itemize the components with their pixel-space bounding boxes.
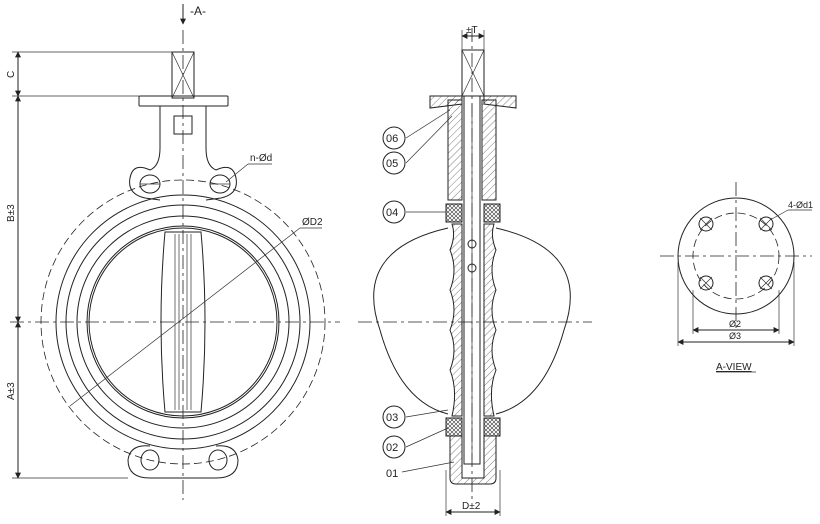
aview-bolt-holes (698, 216, 774, 291)
part-label-05: 05 (386, 158, 398, 170)
pin-hole-2 (467, 263, 477, 273)
part-bubble-03 (382, 405, 406, 429)
part-label-04: 04 (386, 207, 398, 219)
upper-lugs (129, 166, 237, 201)
d2-diam-label: ØD2 (302, 217, 323, 228)
side-body-left (447, 99, 463, 201)
top-flange (138, 95, 229, 107)
lower-lugs (127, 445, 239, 479)
holes-leader (769, 209, 789, 221)
d2-leader (69, 227, 301, 407)
seat-outer (76, 215, 290, 429)
dim-d3-label: Ø3 (729, 331, 741, 341)
part-label-06: 06 (386, 133, 398, 145)
side-body-right (481, 99, 497, 201)
seat-inner (86, 225, 280, 419)
body-ring (65, 204, 301, 440)
dim-t-label: ±T (466, 25, 478, 36)
part-label-03: 03 (386, 412, 398, 424)
disc (88, 227, 278, 417)
lower-seal-right (483, 417, 501, 437)
pin-hole-1 (467, 239, 477, 249)
flange-bolt-circle (40, 179, 326, 465)
part-label-02: 02 (386, 442, 398, 454)
neck-window (173, 115, 193, 135)
holes-label: 4-Ød1 (788, 200, 813, 210)
side-view: ±T D±2 06 05 04 03 02 01 (358, 25, 592, 516)
lower-hole-right (208, 449, 228, 471)
body-outer (55, 194, 311, 450)
upper-seal-left (445, 203, 463, 223)
lower-seal-left (445, 417, 463, 437)
upper-seal-right (483, 203, 501, 223)
part-bubble-06 (382, 126, 406, 150)
dim-c-label: C (6, 71, 17, 78)
dim-b-label: B±3 (6, 204, 17, 222)
dim-d-label: D±2 (462, 501, 481, 512)
side-disc-hub-right (483, 223, 497, 417)
stem-square (171, 51, 195, 99)
aview-bolt-circle (692, 212, 780, 300)
valve-neck (149, 106, 217, 171)
view-marker-label: -A- (190, 4, 206, 18)
view-arrow: -A- (180, 4, 206, 25)
part-bubble-05 (382, 151, 406, 175)
side-disc-hub-left (449, 223, 463, 417)
side-stem (463, 95, 481, 465)
part-label-01: 01 (386, 468, 398, 480)
front-view: -A- (6, 4, 340, 500)
aview-flange-outline (677, 197, 795, 315)
disc-profile (373, 227, 571, 415)
nd-label: n-Ød (250, 153, 272, 164)
dim-d2-label: Ø2 (729, 319, 741, 329)
lower-hole-left (140, 449, 160, 471)
part-callouts: 06 05 04 03 02 01 (382, 109, 455, 480)
side-bottom (449, 435, 497, 485)
disc-hub (160, 231, 206, 413)
a-view: 4-Ød1 Ø2 Ø3 A-VIEW (660, 182, 813, 373)
a-view-title: A-VIEW (716, 362, 752, 373)
nd-leader (225, 163, 249, 183)
part-bubble-04 (382, 200, 406, 224)
dim-a-label: A±3 (6, 382, 17, 400)
part-bubble-02 (382, 435, 406, 459)
